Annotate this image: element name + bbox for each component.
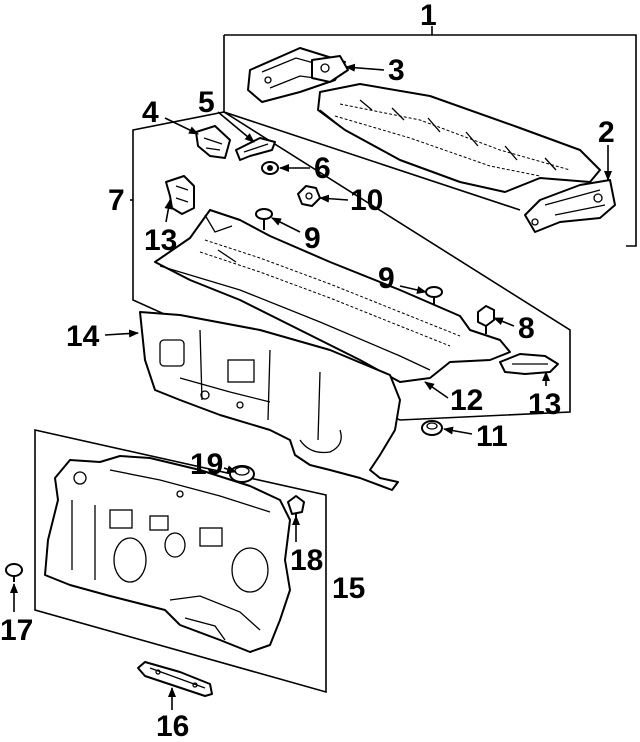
callout-10: 10 xyxy=(350,184,383,217)
hinge-bracket-left-part[interactable] xyxy=(165,175,195,215)
grommet-lower-part[interactable] xyxy=(421,420,443,436)
hose-clip-part[interactable] xyxy=(235,137,276,161)
callout-labels: 1 2 3 4 5 6 7 8 9 9 10 11 12 13 13 14 15… xyxy=(0,0,615,742)
callout-3: 3 xyxy=(388,54,405,87)
callout-13a: 13 xyxy=(144,224,177,257)
callout-9a: 9 xyxy=(304,222,321,255)
callout-14: 14 xyxy=(66,320,100,353)
push-clip-upper-part[interactable] xyxy=(255,208,273,230)
cowl-side-bracket-part[interactable] xyxy=(524,179,616,233)
cowl-top-panel-part[interactable] xyxy=(317,83,601,193)
callout-8: 8 xyxy=(518,312,535,345)
bolt-part[interactable] xyxy=(477,305,495,334)
hinge-bracket-right-part[interactable] xyxy=(499,353,559,375)
callout-1: 1 xyxy=(420,0,437,32)
callout-7: 7 xyxy=(108,184,125,217)
seal-bracket-part[interactable] xyxy=(195,125,231,159)
nut-part[interactable] xyxy=(297,185,321,207)
callout-19: 19 xyxy=(190,448,223,481)
callout-15: 15 xyxy=(332,572,365,605)
cowl-panel-part[interactable] xyxy=(154,209,511,383)
plug-part[interactable] xyxy=(229,465,255,483)
callout-6: 6 xyxy=(314,152,331,185)
bracket-16-part[interactable] xyxy=(137,661,213,697)
callout-9b: 9 xyxy=(378,262,395,295)
callout-17: 17 xyxy=(0,614,33,647)
dash-panel-part[interactable] xyxy=(139,311,401,491)
leader-lines xyxy=(10,26,612,710)
callout-5: 5 xyxy=(198,86,215,119)
cowl-top-bracket-part[interactable] xyxy=(247,47,349,103)
callout-11: 11 xyxy=(476,420,508,453)
callout-18: 18 xyxy=(290,544,323,577)
callout-4: 4 xyxy=(142,96,159,129)
dash-insulator-part[interactable] xyxy=(44,455,291,653)
group-box-dash-insulator xyxy=(34,429,327,694)
group-box-cowl-panel xyxy=(132,111,571,421)
callout-2: 2 xyxy=(598,116,615,149)
callout-13b: 13 xyxy=(528,388,561,421)
callout-12: 12 xyxy=(450,384,483,417)
grommet-part[interactable] xyxy=(261,161,279,175)
callout-16: 16 xyxy=(156,710,189,742)
clip-17-part[interactable] xyxy=(5,563,23,582)
